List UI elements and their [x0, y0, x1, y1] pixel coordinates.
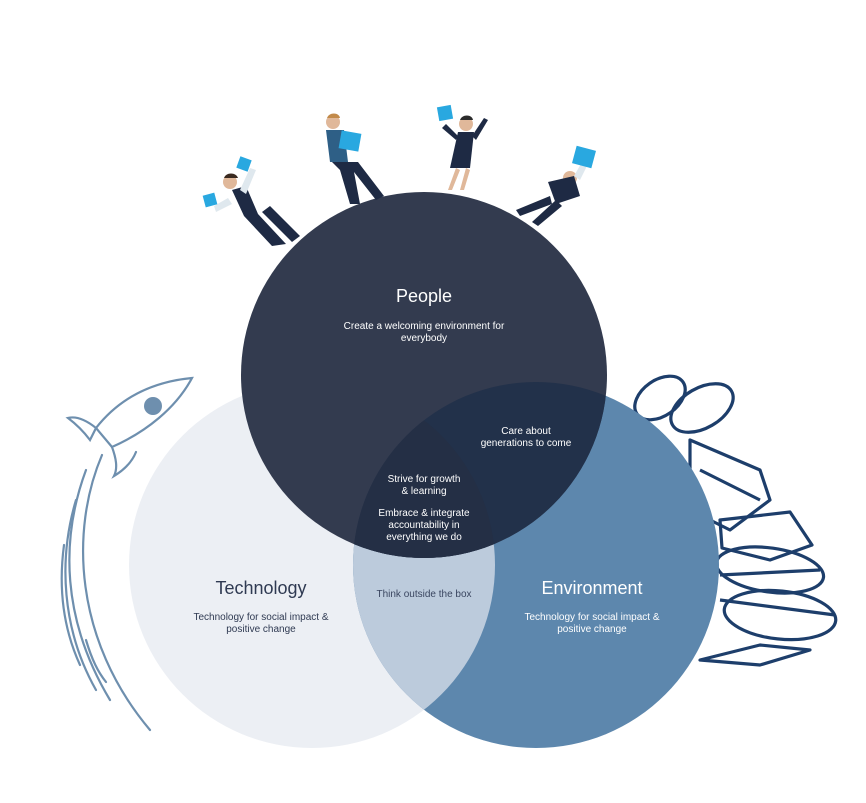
person-figure — [202, 156, 300, 246]
people-title: People — [396, 286, 452, 306]
technology-title: Technology — [215, 578, 306, 598]
environment-description-line2: positive change — [557, 624, 627, 635]
people-description-line2: everybody — [401, 333, 447, 344]
people-environment-text-line2: generations to come — [481, 438, 572, 449]
puzzle-icon — [202, 192, 218, 208]
person-figure — [516, 145, 596, 226]
technology-description-line2: positive change — [226, 624, 296, 635]
center-bottom-text-line2: accountability in — [388, 520, 459, 531]
puzzle-icon — [572, 145, 596, 169]
rocket-icon — [60, 376, 194, 732]
person-figure — [436, 104, 488, 190]
environment-title: Environment — [541, 578, 642, 598]
center-bottom-text-line1: Embrace & integrate — [378, 508, 470, 519]
center-bottom-text-line3: everything we do — [386, 532, 462, 543]
center-overlap — [353, 382, 495, 558]
technology-description-line1: Technology for social impact & — [193, 612, 328, 623]
people-holding-puzzle-pieces — [202, 104, 596, 246]
tech-environment-text: Think outside the box — [376, 589, 471, 600]
person-figure — [326, 113, 384, 204]
puzzle-icon — [436, 104, 454, 122]
puzzle-icon — [338, 130, 362, 152]
people-description-line1: Create a welcoming environment for — [344, 321, 505, 332]
center-top-text-line2: & learning — [401, 486, 446, 497]
environment-description-line1: Technology for social impact & — [524, 612, 659, 623]
center-top-text-line1: Strive for growth — [388, 474, 461, 485]
puzzle-icon — [236, 156, 252, 172]
people-environment-text-line1: Care about — [501, 426, 551, 437]
